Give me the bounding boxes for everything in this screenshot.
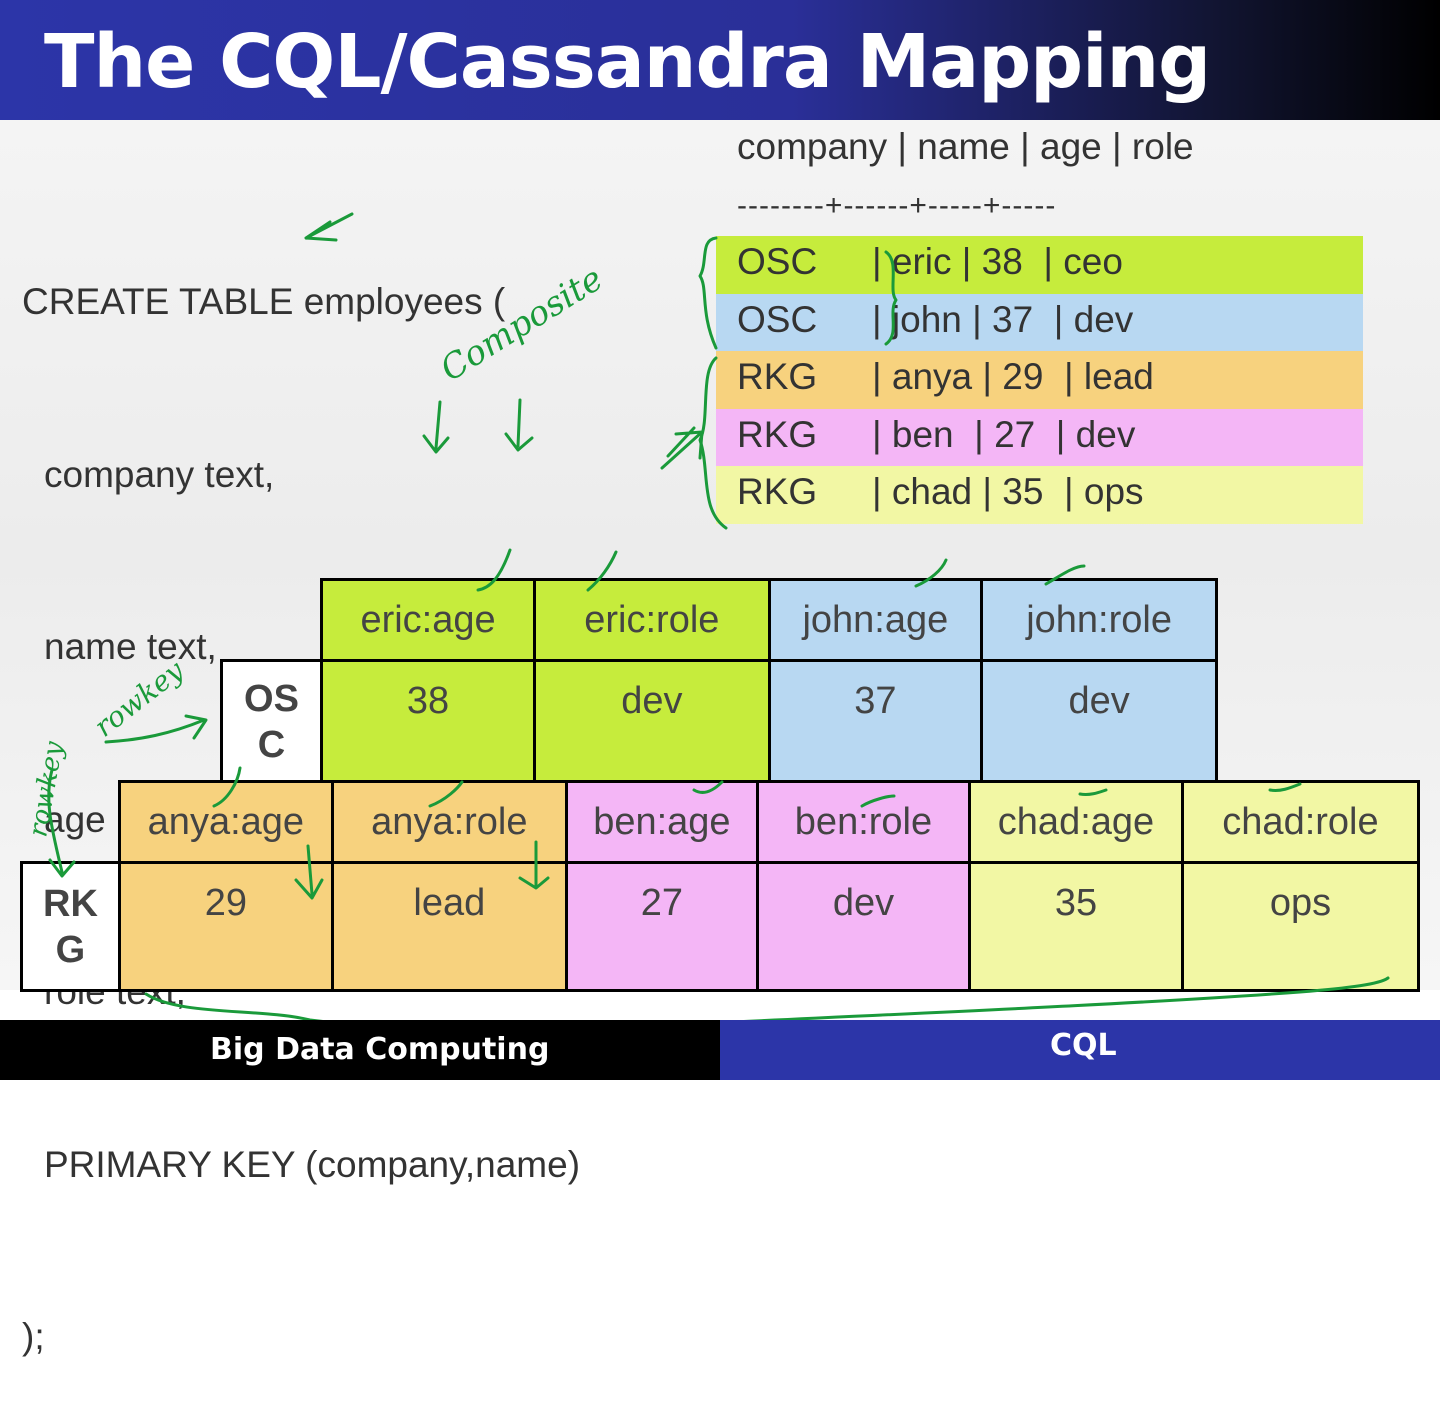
cql-row-company: OSC	[737, 298, 818, 340]
footer-bar-left	[0, 1020, 720, 1080]
column-name-cell: anya:role	[330, 780, 568, 864]
cql-row-rest: | eric | 38 | ceo	[872, 241, 1123, 282]
footer-course-name: Big Data Computing	[210, 1032, 550, 1067]
column-value-cell: 38	[319, 659, 537, 784]
cql-result-rows: OSC | eric | 38 | ceo OSC | john | 37 | …	[716, 236, 1363, 524]
cql-row: OSC | eric | 38 | ceo	[716, 236, 1363, 294]
column-name-cell: chad:age	[968, 780, 1184, 864]
code-line: );	[22, 1316, 45, 1357]
code-line: name text,	[44, 626, 217, 667]
cql-row-company: RKG	[737, 471, 818, 512]
cql-row-rest: | ben | 27 | dev	[872, 413, 1136, 455]
code-line: PRIMARY KEY (company,name)	[44, 1143, 581, 1185]
cql-row-rest: | chad | 35 | ops	[872, 471, 1144, 512]
column-name-cell: ben:age	[564, 780, 759, 864]
column-name-cell: ben:role	[755, 780, 972, 864]
column-name-cell: john:role	[980, 578, 1218, 662]
rkg-storage-grid: anya:age anya:role ben:age ben:role chad…	[20, 780, 1421, 992]
column-value-cell: 37	[767, 659, 984, 784]
column-name-cell: chad:role	[1180, 780, 1421, 864]
cql-row: RKG | chad | 35 | ops	[716, 466, 1363, 524]
cql-row-rest: | john | 37 | dev	[872, 298, 1134, 340]
code-line: CREATE TABLE employees (	[22, 281, 506, 322]
osc-storage-grid: eric:age eric:role john:age john:role OS…	[220, 578, 1218, 784]
cql-row-company: RKG	[737, 356, 818, 397]
footer-section-name: CQL	[1050, 1028, 1117, 1063]
column-value-cell: 29	[117, 861, 334, 992]
column-name-cell: eric:role	[533, 578, 771, 662]
column-value-cell: dev	[980, 659, 1218, 784]
cql-result-header: company | name | age | role	[737, 126, 1194, 167]
column-name-cell: anya:age	[117, 780, 334, 864]
cql-row: RKG | ben | 27 | dev	[716, 408, 1363, 466]
column-value-cell: lead	[330, 861, 568, 992]
title-bar: The CQL/Cassandra Mapping	[0, 0, 1440, 120]
cql-row: RKG | anya | 29 | lead	[716, 351, 1363, 409]
column-value-cell: ops	[1180, 861, 1421, 992]
column-value-cell: 35	[968, 861, 1184, 992]
column-value-cell: dev	[533, 659, 771, 784]
row-key-rkg: RK G	[20, 861, 121, 992]
cql-row: OSC | john | 37 | dev	[716, 293, 1363, 351]
column-value-cell: 27	[564, 861, 759, 992]
empty-cell	[22, 782, 120, 863]
cql-row-rest: | anya | 29 | lead	[872, 356, 1154, 397]
column-name-cell: john:age	[767, 578, 984, 662]
cql-result-separator: --------+------+-----+-----	[737, 189, 1057, 222]
slide-title: The CQL/Cassandra Mapping	[44, 19, 1211, 105]
footer-bar-right	[720, 1020, 1440, 1080]
empty-cell	[222, 580, 322, 661]
code-line: company text,	[44, 453, 275, 495]
column-value-cell: dev	[755, 861, 972, 992]
column-name-cell: eric:age	[319, 578, 537, 662]
cql-row-company: RKG	[737, 413, 818, 455]
row-key-osc: OS C	[220, 659, 323, 784]
cql-row-company: OSC	[737, 241, 818, 282]
